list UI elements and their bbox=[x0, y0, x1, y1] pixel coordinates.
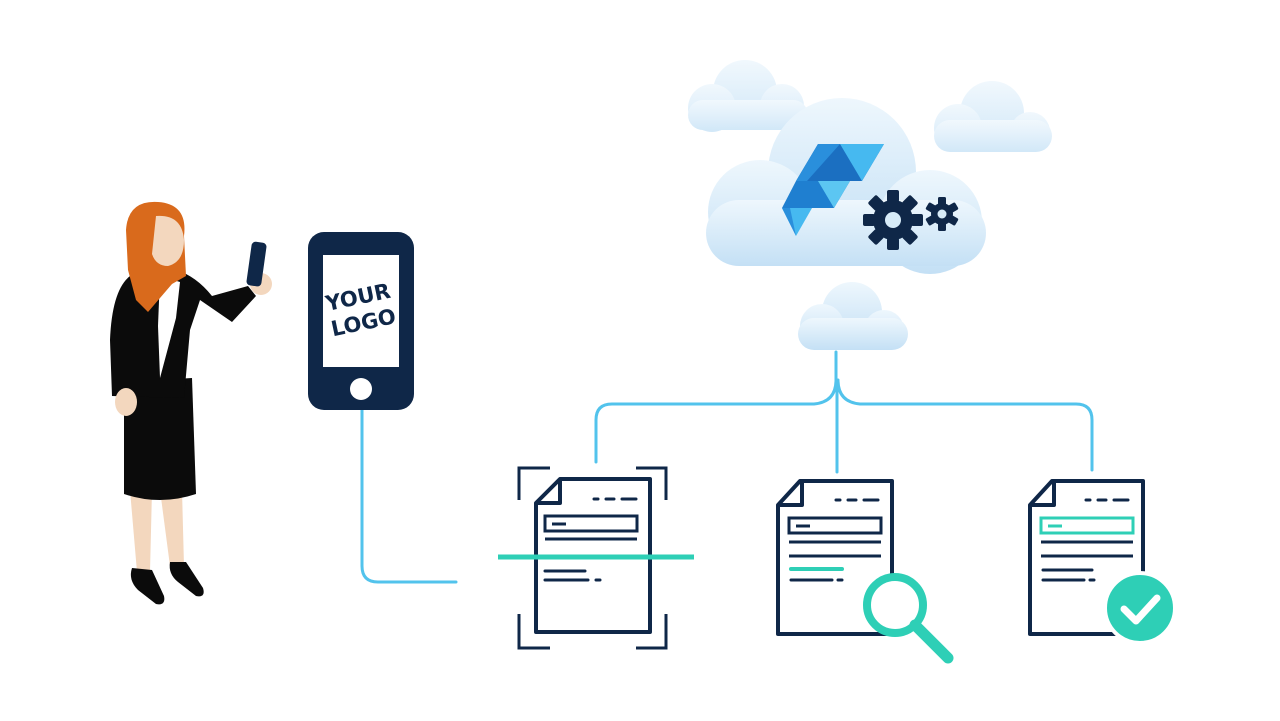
cloud-small-top-left bbox=[688, 60, 808, 132]
woman-face bbox=[152, 215, 184, 266]
woman-left-hand bbox=[115, 388, 137, 416]
woman-left-shoe bbox=[130, 568, 165, 605]
checkmark-icon bbox=[1103, 571, 1177, 645]
document-search-icon bbox=[776, 479, 954, 664]
document-verified-icon bbox=[1028, 479, 1177, 645]
woman-legs bbox=[130, 490, 184, 572]
brand-logo-icon bbox=[782, 144, 884, 236]
woman-jacket bbox=[110, 270, 256, 398]
phone-home-button bbox=[350, 378, 372, 400]
gears-icon bbox=[863, 190, 959, 250]
woman-with-phone bbox=[110, 201, 272, 605]
cloud-small-top-right bbox=[934, 81, 1052, 152]
woman-right-shoe bbox=[169, 562, 204, 597]
woman-held-phone bbox=[246, 241, 267, 287]
cloud-small-bottom bbox=[798, 282, 908, 350]
document-scan-icon bbox=[498, 466, 694, 650]
cloud-trunk-line bbox=[594, 350, 838, 464]
connector-lines bbox=[360, 350, 1094, 584]
cloud-right-branch-line bbox=[836, 378, 1094, 472]
gear-small-icon bbox=[925, 197, 959, 231]
smartphone-icon: YOUR LOGO bbox=[308, 232, 414, 410]
magnifier-icon bbox=[863, 573, 954, 664]
gear-large-icon bbox=[863, 190, 923, 250]
woman-collar bbox=[158, 276, 180, 378]
woman-skirt bbox=[124, 378, 196, 500]
phone-screen bbox=[323, 255, 399, 367]
phone-to-scan-line bbox=[360, 408, 458, 584]
